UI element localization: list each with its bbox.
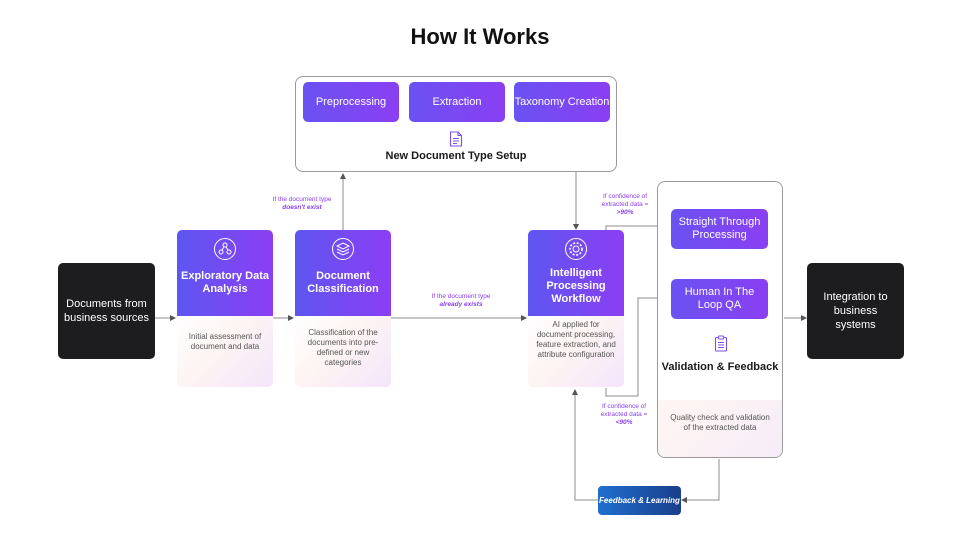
straight-through-step: Straight Through Processing (671, 209, 768, 249)
straight-through-label: Straight Through Processing (678, 216, 761, 241)
validation-description: Quality check and validation of the extr… (670, 413, 770, 432)
document-icon (449, 131, 463, 147)
card-exploratory: Exploratory Data Analysis Initial assess… (177, 230, 273, 387)
note-text: If the document type (431, 293, 491, 300)
card-title: Exploratory Data Analysis (180, 270, 270, 295)
note-emphasis: already exists (439, 301, 483, 308)
hitl-label: Human In The Loop QA (684, 286, 755, 311)
clipboard-icon (714, 335, 728, 352)
note-emphasis: >90% (616, 209, 634, 216)
hitl-step: Human In The Loop QA (671, 279, 768, 319)
sink-label: Integration to business systems (823, 291, 888, 331)
sink-box: Integration to business systems (807, 263, 904, 359)
page-title: How It Works (410, 24, 550, 49)
setup-step-taxonomy: Taxonomy Creation (514, 82, 610, 122)
arrow-validation-to-feedback (681, 459, 720, 503)
feedback-badge: Feedback & Learning (598, 486, 681, 515)
setup-step-label: Preprocessing (315, 95, 387, 108)
note-text: If confidence of extracted data = (600, 403, 648, 418)
card-title: Document Classification (307, 270, 379, 295)
note-text: If confidence of extracted data = (601, 193, 649, 208)
note-confidence-low: If confidence of extracted data = <90% (594, 403, 654, 427)
gear-icon (565, 238, 587, 260)
source-label: Documents from business sources (64, 298, 149, 324)
setup-step-preprocessing: Preprocessing (303, 82, 399, 122)
setup-step-label: Extraction (432, 95, 482, 108)
note-doc-not-exist: If the document type doesn't exist (262, 196, 342, 212)
validation-title: Validation & Feedback (661, 361, 779, 373)
source-box: Documents from business sources (58, 263, 155, 359)
card-title: Intelligent Processing Workflow (546, 267, 606, 305)
feedback-label: Feedback & Learning (599, 495, 680, 505)
card-description: AI applied for document processing, feat… (536, 320, 616, 359)
card-classification: Document Classification Classification o… (295, 230, 391, 387)
card-description: Initial assessment of document and data (188, 332, 262, 351)
note-confidence-high: If confidence of extracted data = >90% (596, 193, 654, 217)
setup-step-extraction: Extraction (409, 82, 505, 122)
setup-step-label: Taxonomy Creation (514, 95, 610, 108)
note-text: If the document type (272, 196, 332, 203)
setup-title: New Document Type Setup (385, 150, 527, 162)
note-emphasis: doesn't exist (282, 204, 322, 211)
note-doc-exists: If the document type already exists (420, 293, 502, 309)
note-emphasis: <90% (615, 419, 633, 426)
layers-icon (332, 238, 354, 260)
card-description: Classification of the documents into pre… (307, 328, 379, 367)
card-processing: Intelligent Processing Workflow AI appli… (528, 230, 624, 387)
molecule-icon (214, 238, 236, 260)
